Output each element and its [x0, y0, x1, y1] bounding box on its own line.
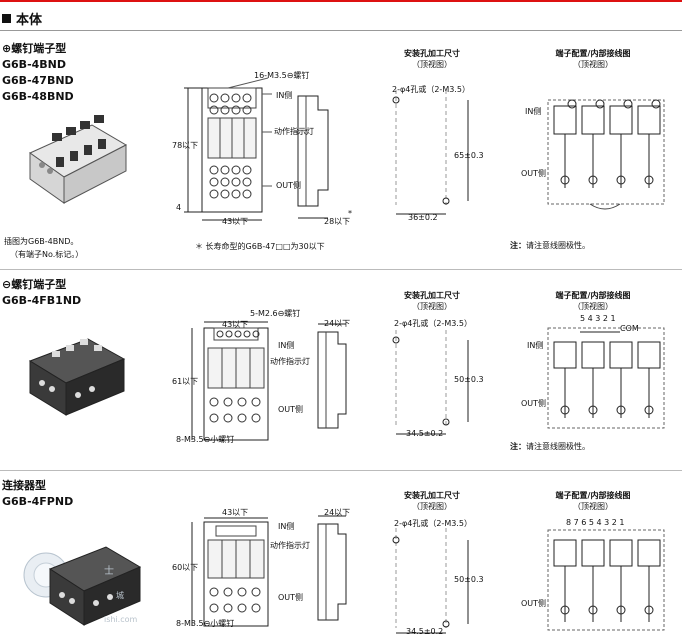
- section1-model-3: G6B-48BND: [2, 90, 74, 103]
- section1-model-1: G6B-4BND: [2, 58, 67, 71]
- section2-wiring-diagram: [547, 327, 665, 429]
- section3-holes-label: 2-φ4孔或（2-M3.5）: [394, 519, 472, 528]
- section2-type-title: ⊖螺钉端子型: [2, 278, 67, 291]
- page-title: 本体: [16, 13, 43, 28]
- section2-wiring-top-numbers: 5 4 3 2 1: [580, 314, 616, 323]
- section3-wiring-top-numbers: 8 7 6 5 4 3 2 1: [566, 518, 625, 527]
- top-red-rule: [0, 0, 682, 2]
- section1-width-label: 43以下: [222, 217, 249, 226]
- section1-note-label: 注：: [510, 241, 526, 250]
- section2-dimension-drawing: [191, 321, 347, 441]
- section1-in-side-label: IN侧: [276, 91, 293, 100]
- section1-holes-label: 2-φ4孔或（2-M3.5）: [392, 85, 470, 94]
- watermark-line3: ishi.com: [104, 615, 138, 624]
- section2-wiring-out-side: OUT侧: [521, 399, 547, 408]
- section2-holes-label: 2-φ4孔或（2-M3.5）: [394, 319, 472, 328]
- section1-horizontal-dim: 36±0.2: [408, 213, 438, 222]
- section3-bottom-screw-label: 8-M3.5⊖小螺钉: [176, 619, 235, 628]
- section1-wiring-diagram: [547, 99, 665, 210]
- section3-indicator-label: 动作指示灯: [270, 541, 310, 550]
- section1-dimension-drawing: [184, 77, 329, 221]
- section1-wiring-header: 端子配置/内部接线图 （顶视图）: [555, 49, 631, 69]
- section1-model-2: G6B-47BND: [2, 74, 74, 87]
- section3-out-side-label: OUT侧: [278, 593, 304, 602]
- section2-wiring-in-side: IN侧: [527, 341, 544, 350]
- section2-mount-diagram: [392, 330, 469, 435]
- watermark-line1: 士: [104, 566, 114, 577]
- section1-mount-diagram: [392, 90, 469, 215]
- page-header: 本体: [0, 9, 682, 31]
- section1-star-label: *: [348, 209, 352, 218]
- section2-bottom-screw-label: 8-M3.5⊖小螺钉: [176, 435, 235, 444]
- section2-screw-label: 5-M2.6⊖螺钉: [250, 309, 301, 318]
- section3-height-label: 60以下: [172, 563, 199, 572]
- section3-mount-header: 安装孔加工尺寸 （顶视图）: [404, 491, 460, 511]
- section1-mount-header: 安装孔加工尺寸 （顶视图）: [404, 49, 460, 69]
- section3-wiring-diagram: [547, 529, 665, 631]
- section1-screw-label: 16-M3.5⊖螺钉: [254, 71, 310, 80]
- section1-wiring-out-side: OUT侧: [521, 169, 547, 178]
- section1-vertical-dim: 65±0.3: [454, 151, 484, 160]
- section1-indicator-label: 动作指示灯: [274, 127, 314, 136]
- section1-depth-label: 28以下: [324, 217, 351, 226]
- section3-in-side-label: IN侧: [278, 522, 295, 531]
- section1-caption-1: 插图为G6B-4BND。: [4, 237, 79, 246]
- section2-note: 注：请注意线圈极性。: [510, 441, 590, 452]
- section3-type-title: 连接器型: [2, 479, 46, 492]
- section3-wiring-header: 端子配置/内部接线图 （顶视图）: [555, 491, 631, 511]
- section1-note-text: 请注意线圈极性。: [526, 241, 590, 250]
- section2-in-side-label: IN侧: [278, 341, 295, 350]
- section1-caption-2: （有端子No.标记。）: [10, 250, 84, 259]
- section3-horizontal-dim: 34.5±0.2: [406, 627, 444, 636]
- section-separator-1: [0, 269, 682, 270]
- section3-width-label: 43以下: [222, 508, 249, 517]
- section1-out-side-label: OUT侧: [276, 181, 302, 190]
- section3-product-photo: [23, 546, 142, 626]
- section2-mount-header: 安装孔加工尺寸 （顶视图）: [404, 291, 460, 311]
- section2-depth-label: 24以下: [324, 319, 351, 328]
- section2-note-label: 注：: [510, 442, 526, 451]
- section3-vertical-dim: 50±0.3: [454, 575, 484, 584]
- section2-model-1: G6B-4FB1ND: [2, 294, 82, 307]
- section2-width-label: 43以下: [222, 320, 249, 329]
- section3-model-1: G6B-4FPND: [2, 495, 74, 508]
- section2-note-text: 请注意线圈极性。: [526, 442, 590, 451]
- section3-dimension-drawing: [191, 515, 347, 627]
- section1-product-photo: [28, 115, 128, 204]
- section2-product-photo: [28, 338, 126, 416]
- watermark-line2: 城: [116, 591, 124, 600]
- section2-indicator-label: 动作指示灯: [270, 357, 310, 366]
- header-rule: [0, 30, 682, 31]
- section2-vertical-dim: 50±0.3: [454, 375, 484, 384]
- section1-footnote: ＊ 长寿命型的G6B-47□□为30以下: [195, 242, 325, 251]
- section3-depth-label: 24以下: [324, 508, 351, 517]
- section1-wiring-in-side: IN侧: [525, 107, 542, 116]
- section1-bottom-label: 4: [176, 203, 182, 212]
- section3-mount-diagram: [392, 528, 469, 634]
- section2-wiring-header: 端子配置/内部接线图 （顶视图）: [555, 291, 631, 311]
- section1-type-title: ⊕螺钉端子型: [2, 42, 67, 55]
- square-bullet-icon: [2, 14, 11, 23]
- section-separator-2: [0, 470, 682, 471]
- section1-height-label: 78以下: [172, 141, 199, 150]
- section2-out-side-label: OUT侧: [278, 405, 304, 414]
- section2-height-label: 61以下: [172, 377, 199, 386]
- section1-note: 注：请注意线圈极性。: [510, 240, 590, 251]
- section2-horizontal-dim: 34.5±0.2: [406, 429, 444, 438]
- section3-wiring-out-side: OUT侧: [521, 599, 547, 608]
